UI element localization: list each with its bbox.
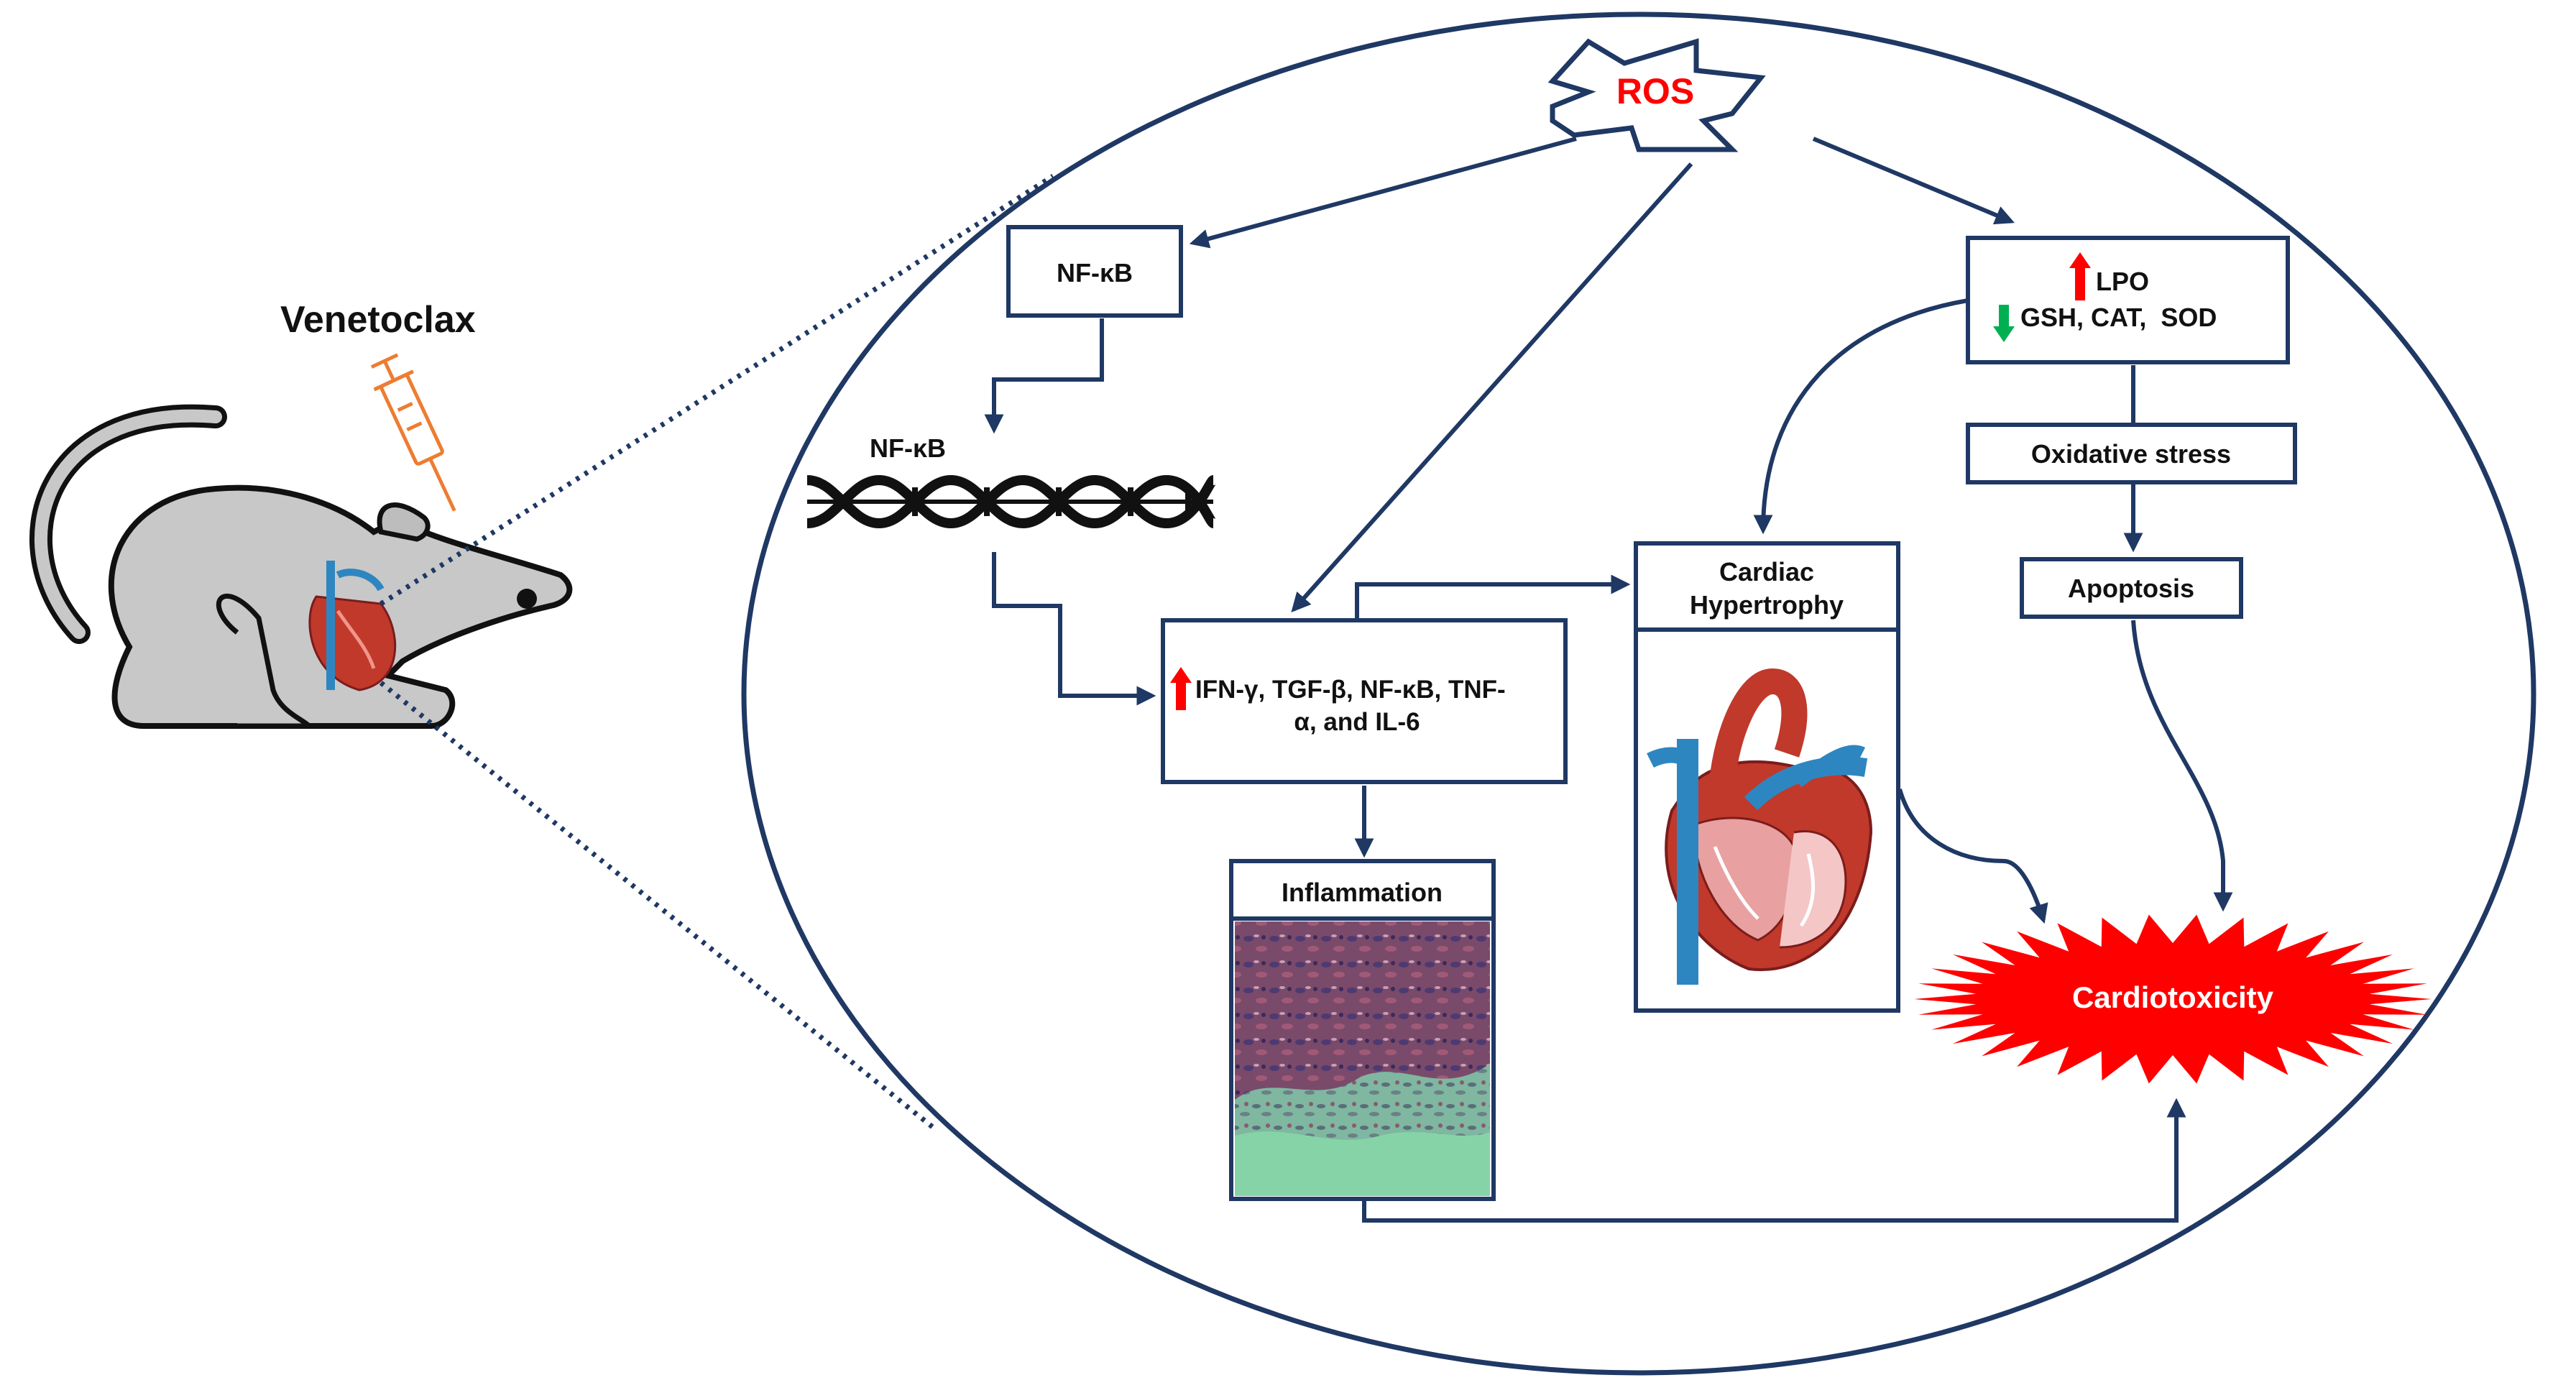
arrow-lpo-to-hypertrophy <box>1753 298 1969 535</box>
connector-arrows <box>984 137 2233 1223</box>
cytokines-line1: IFN-γ, TGF-β, NF-κB, TNF- <box>1195 676 1506 704</box>
arrow-ros-to-lpo <box>1812 137 2015 225</box>
drug-label: Venetoclax <box>280 299 476 341</box>
mouse-illustration <box>29 404 573 729</box>
heart-illustration-icon <box>1647 668 1873 985</box>
cardiac-hypertrophy-line1: Cardiac <box>1719 557 1814 587</box>
zoom-line-bottom <box>379 681 937 1131</box>
arrow-ros-to-nfkb <box>1189 137 1577 249</box>
histology-image <box>1235 921 1490 1196</box>
mouse-ear <box>377 502 431 542</box>
arrow-ros-to-cytokines <box>1291 162 1693 613</box>
ros-label: ROS <box>1616 71 1694 111</box>
oxidative-stress-box: Oxidative stress <box>1966 423 2297 484</box>
nfkb-box-label: NF-κB <box>1057 258 1133 288</box>
zoom-ellipse <box>741 12 2536 1376</box>
lpo-antioxidant-box: LPO GSH, CAT, SOD <box>1966 236 2290 364</box>
red-up-arrow-icon <box>2069 252 2091 300</box>
inflammation-label: Inflammation <box>1282 878 1443 907</box>
cytokines-line2: α, and IL-6 <box>1294 708 1420 736</box>
cytokines-box: IFN-γ, TGF-β, NF-κB, TNF- α, and IL-6 <box>1161 618 1568 784</box>
nfkb-dna-label: NF-κB <box>870 433 946 463</box>
oxidative-stress-label: Oxidative stress <box>2031 439 2231 469</box>
apoptosis-box: Apoptosis <box>2020 557 2243 619</box>
arrow-dna-to-cytokines <box>992 552 1156 706</box>
lpo-label: LPO <box>2096 267 2149 296</box>
cardiac-hypertrophy-line2: Hypertrophy <box>1690 590 1844 620</box>
apoptosis-label: Apoptosis <box>2068 574 2194 603</box>
zoom-line-top <box>380 174 1054 606</box>
cardiotoxicity-label: Cardiotoxicity <box>2072 980 2274 1014</box>
antioxidants-label: GSH, CAT, SOD <box>2020 303 2217 332</box>
arrow-nfkb-to-dna <box>984 318 1104 434</box>
nfkb-box: NF-κB <box>1006 225 1183 318</box>
arrow-apoptosis-to-cardiotoxicity <box>2131 620 2233 912</box>
inflammation-box: Inflammation <box>1229 859 1496 1201</box>
syringe-icon <box>370 353 456 512</box>
mouse-eye <box>517 589 537 609</box>
mouse-leg <box>216 593 316 729</box>
arrow-cytokines-to-hypertrophy <box>1355 574 1631 620</box>
red-up-arrow-icon <box>1170 667 1192 710</box>
cardiotoxicity-node: Cardiotoxicity <box>1914 914 2432 1084</box>
mouse-heart-icon <box>308 561 397 691</box>
arrow-inflammation-to-cardiotoxicity <box>1362 1098 2186 1223</box>
green-down-arrow-icon <box>1993 305 2015 342</box>
cardiac-hypertrophy-box: Cardiac Hypertrophy <box>1634 541 1900 1013</box>
ros-node: ROS <box>1547 38 1766 152</box>
arrow-hypertrophy-to-cardiotoxicity <box>1898 788 2048 924</box>
dna-helix-icon <box>806 474 1218 529</box>
